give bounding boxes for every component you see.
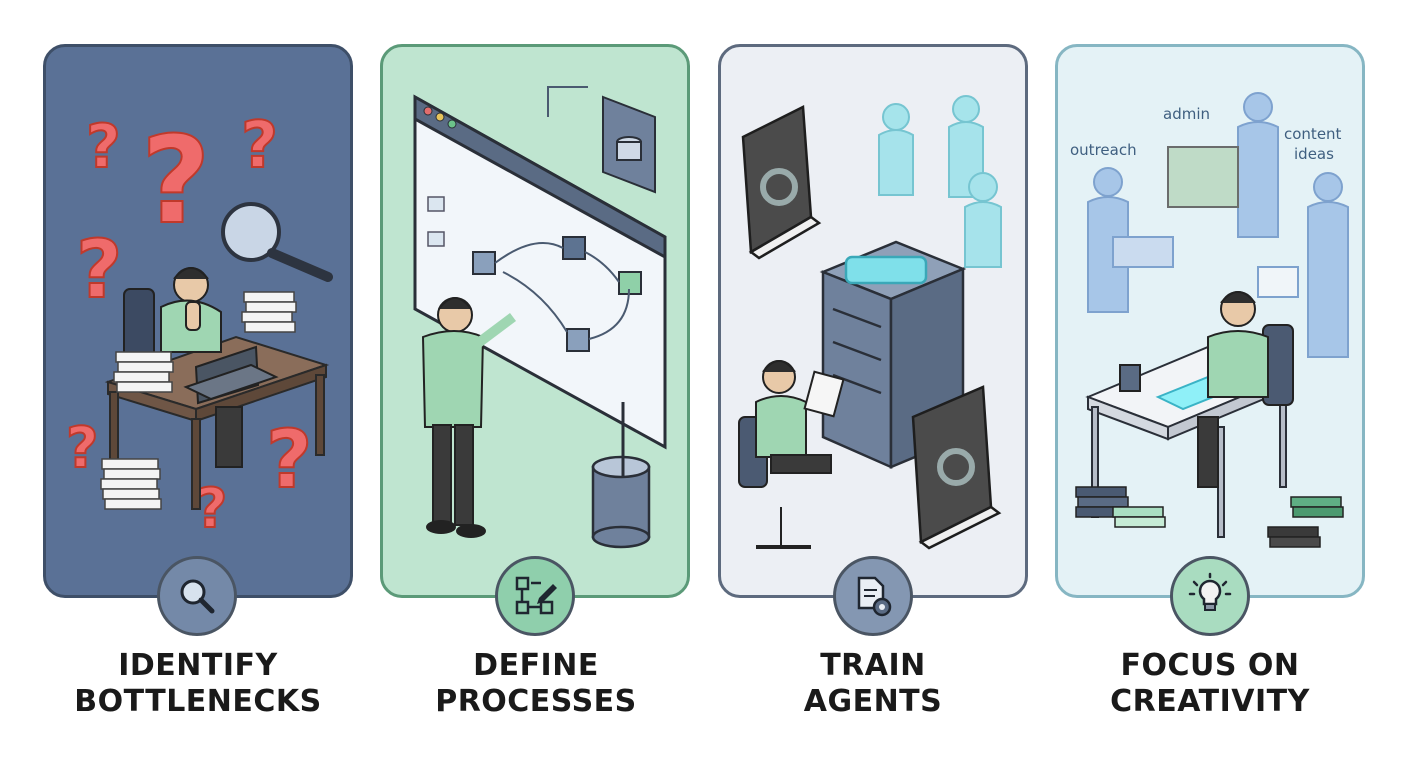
panel-train-agents	[718, 44, 1028, 598]
step-title-line1: FOCUS ON	[1120, 648, 1300, 683]
question-mark-icon: ?	[241, 109, 278, 183]
panel-identify-bottlenecks: ? ? ? ? ? ? ?	[43, 44, 353, 598]
panel-focus-creativity: outreach admin content ideas	[1055, 44, 1365, 598]
step-title-line1: TRAIN	[820, 648, 926, 683]
flowchart-pencil-icon	[515, 576, 557, 615]
person-drawing	[421, 297, 516, 538]
task-label-content-line1: content	[1284, 125, 1342, 143]
question-mark-icon: ?	[66, 416, 98, 481]
step-badge-identify	[157, 556, 237, 636]
checkbox-icon	[427, 196, 445, 212]
brain-chip-icon	[844, 255, 928, 285]
focus-creativity-illustration: outreach admin content ideas	[1070, 92, 1349, 548]
question-mark-icon: ?	[141, 112, 211, 251]
document-gear-icon	[857, 576, 892, 617]
manual-book-icon	[911, 385, 1002, 550]
step-badge-train	[833, 556, 913, 636]
question-mark-icon: ?	[76, 223, 122, 316]
identify-bottlenecks-illustration: ? ? ? ? ? ? ?	[65, 108, 333, 541]
step-badge-define	[495, 556, 575, 636]
laptop	[183, 345, 279, 405]
train-agents-illustration	[738, 95, 1002, 550]
task-label-content-line2: ideas	[1294, 145, 1334, 163]
ai-server	[819, 240, 967, 469]
manual-book-icon	[741, 105, 822, 260]
paper-stack	[100, 291, 297, 510]
ai-agents	[878, 95, 1002, 268]
step-title-line2: PROCESSES	[435, 684, 637, 719]
ai-agents	[1087, 92, 1349, 358]
step-title-line2: AGENTS	[803, 684, 943, 719]
task-label-outreach: outreach	[1070, 141, 1137, 159]
task-label-admin: admin	[1163, 105, 1210, 123]
database-icon	[591, 402, 651, 549]
step-title-line2: CREATIVITY	[1110, 684, 1310, 719]
step-caption-train: TRAIN AGENTS	[703, 648, 1043, 720]
step-title-line1: IDENTIFY	[118, 648, 278, 683]
step-title-line1: DEFINE	[473, 648, 599, 683]
lightbulb-icon	[1188, 572, 1232, 611]
step-caption-creativity: FOCUS ON CREATIVITY	[1040, 648, 1380, 720]
checkbox-icon	[427, 231, 445, 247]
step-badge-creativity	[1170, 556, 1250, 636]
step-title-line2: BOTTLENECKS	[74, 684, 322, 719]
question-mark-icon: ?	[266, 413, 312, 506]
panel-define-processes	[380, 44, 690, 598]
book-stack	[1075, 486, 1344, 548]
magnifier-icon	[180, 579, 215, 614]
creative-person	[1197, 291, 1294, 488]
process-board	[413, 94, 667, 450]
magnifier-icon	[221, 202, 333, 282]
person-reading	[738, 360, 845, 549]
office-chair	[123, 288, 155, 360]
stressed-person	[160, 267, 243, 468]
pen-cup	[1119, 364, 1141, 392]
define-processes-illustration	[413, 86, 667, 549]
step-caption-identify: IDENTIFY BOTTLENECKS	[28, 648, 368, 720]
database-folder-icon	[602, 95, 656, 194]
question-mark-icon: ?	[86, 112, 121, 182]
step-caption-define: DEFINE PROCESSES	[366, 648, 706, 720]
